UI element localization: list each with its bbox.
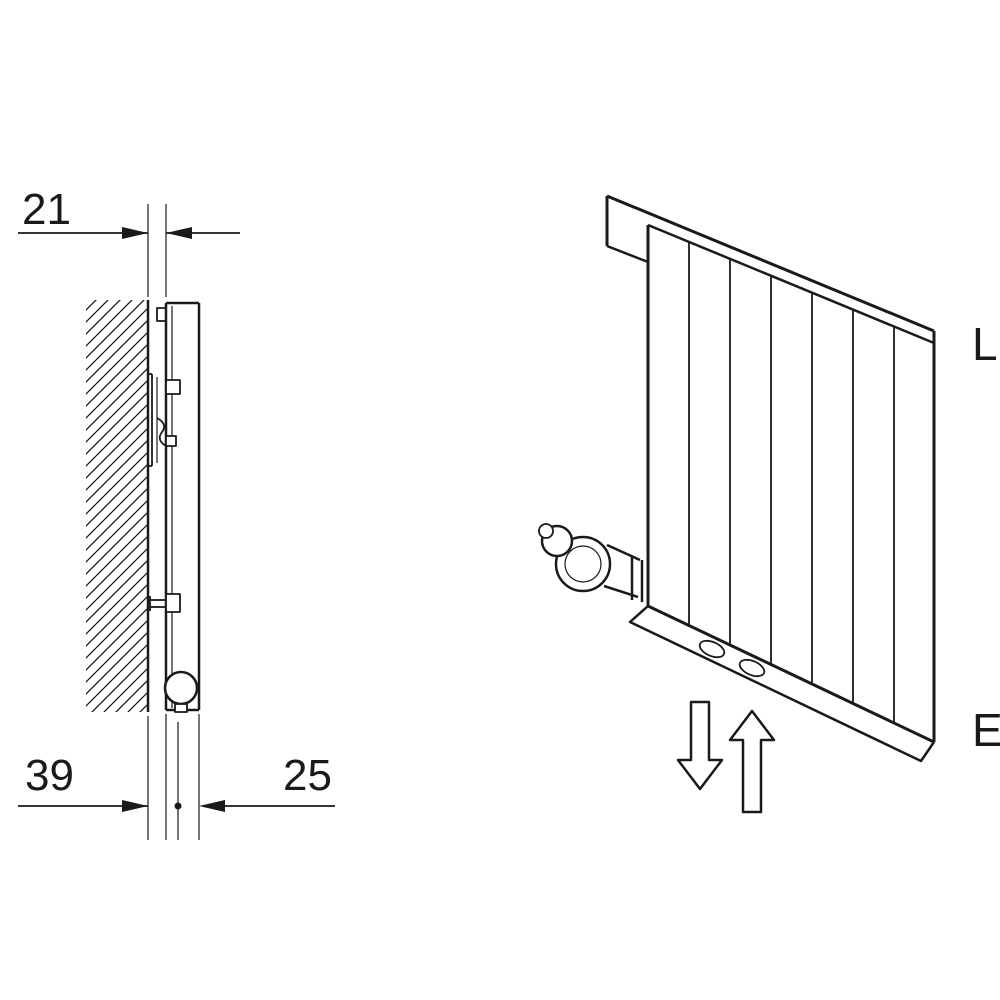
label-L: L <box>972 318 998 370</box>
lower-fixing-bracket <box>149 593 181 613</box>
valve-cap-tip-circle <box>538 523 554 539</box>
perspective-view: L E <box>538 194 1000 814</box>
connection-hole <box>698 639 726 659</box>
top-cap-underside <box>606 244 649 264</box>
top-hanging-hook <box>156 307 166 322</box>
valve-body-circle <box>163 670 199 706</box>
radiator-body <box>605 194 936 763</box>
dim-21-label: 21 <box>22 185 71 234</box>
fixing-block <box>165 593 181 613</box>
bracket-clip-block <box>165 379 181 395</box>
bracket-lower-block <box>165 435 177 447</box>
radiator-profile <box>156 301 201 712</box>
dim-arrow-right-icon <box>122 227 148 239</box>
connection-hole <box>738 658 766 678</box>
dim-arrow-left-icon <box>199 800 225 812</box>
bottom-extension-lines <box>147 714 200 840</box>
flow-down-arrow-icon <box>676 700 724 791</box>
flow-arrows <box>676 700 776 814</box>
top-outer-edge <box>606 194 935 333</box>
dim-39-label: 39 <box>25 751 74 800</box>
dim-25-label: 25 <box>283 751 332 800</box>
thermostatic-valve <box>538 523 644 602</box>
dim-arrow-left-icon <box>166 227 192 239</box>
side-view: 21 39 25 <box>18 185 335 840</box>
dimension-21: 21 <box>18 185 240 297</box>
label-E: E <box>972 704 1000 756</box>
bottom-connection-holes <box>698 639 766 678</box>
wall-hatching-icon <box>86 300 148 712</box>
dimension-25: 25 <box>199 751 335 812</box>
bracket-spring-clip <box>156 417 167 447</box>
valve-knob-inner-circle <box>564 545 602 583</box>
flow-up-arrow-icon <box>728 709 776 814</box>
dimension-39: 39 <box>18 751 182 812</box>
bottom-front-edge <box>647 604 935 744</box>
valve-stem <box>174 703 188 713</box>
radiator-fins <box>688 242 895 723</box>
top-inner-edge <box>647 223 935 345</box>
valve-body-top-line <box>606 543 641 562</box>
bottom-connection-valve <box>163 670 199 713</box>
upper-mounting-bracket <box>148 373 181 467</box>
dim-arrow-right-icon <box>122 800 148 812</box>
underside-strip <box>628 605 936 763</box>
